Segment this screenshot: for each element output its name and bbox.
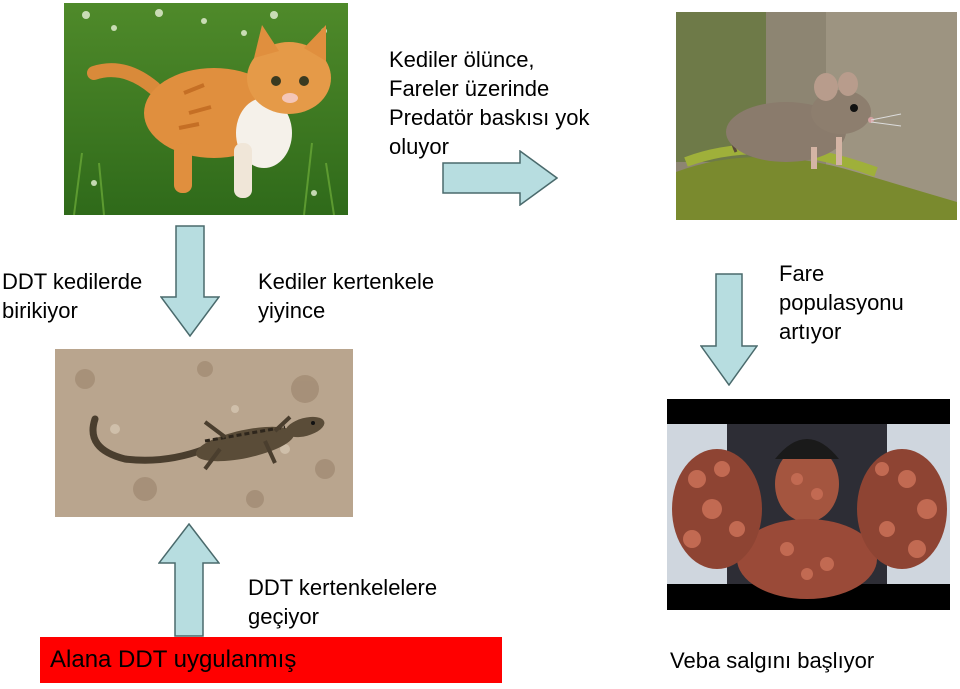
lizard-photo (55, 349, 353, 517)
right-arrow-icon (442, 150, 558, 206)
label-cats-eat: Kediler kertenkele yiyince (258, 269, 435, 323)
label-ddt-cats: DDT kedilerde birikiyor (2, 269, 143, 323)
cat-photo (64, 3, 348, 215)
label-mouse-population: Fare populasyonu artıyor (779, 261, 904, 344)
label-cats-die: Kediler ölünce, Fareler üzerinde Predatö… (389, 47, 590, 159)
down-arrow-icon (700, 273, 758, 386)
down-arrow-icon (160, 225, 220, 337)
label-ddt-applied: Alana DDT uygulanmış (40, 637, 502, 683)
mouse-photo (676, 12, 957, 220)
up-arrow-icon (158, 523, 220, 637)
plague-victim-photo (667, 399, 950, 610)
label-ddt-lizards: DDT kertenkelelere geçiyor (248, 575, 438, 629)
label-plague: Veba salgını başlıyor (670, 648, 875, 673)
